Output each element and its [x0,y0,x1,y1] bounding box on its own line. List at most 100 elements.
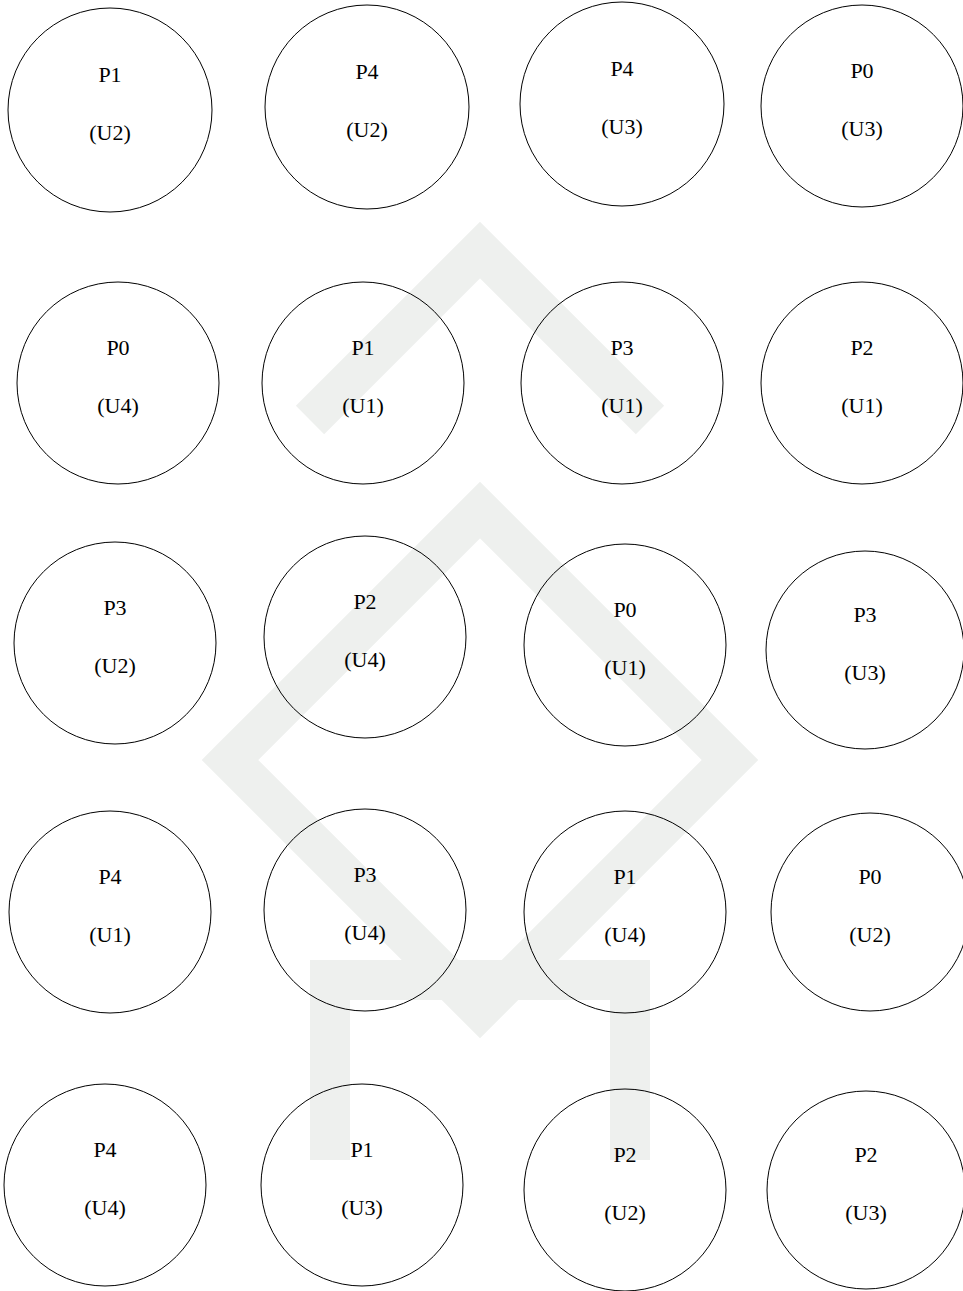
node-label: P3 [103,595,126,621]
circle-content: P1 (U4) [523,810,727,1014]
node-label: P1 [351,335,374,361]
circle-outline [16,281,220,485]
node-label: P1 [350,1137,373,1163]
circle-node: P4 (U1) [8,810,212,1014]
circle-node: P4 (U2) [264,4,470,210]
node-sublabel: (U1) [604,655,646,681]
node-label: P3 [853,602,876,628]
node-sublabel: (U3) [841,116,883,142]
node-sublabel: (U2) [94,653,136,679]
circle-outline [760,4,963,208]
circle-node: P0 (U3) [760,4,963,208]
circle-content: P3 (U2) [13,541,217,745]
circle-node: P3 (U4) [263,808,467,1012]
circle-content: P3 (U3) [765,550,963,750]
node-label: P0 [850,58,873,84]
circle-content: P0 (U4) [16,281,220,485]
circle-outline [523,543,727,747]
circle-outline [264,4,470,210]
circle-node: P1 (U2) [7,7,213,213]
circle-node: P1 (U3) [260,1083,464,1287]
node-label: P2 [854,1142,877,1168]
circle-node: P3 (U1) [520,281,724,485]
node-label: P4 [355,59,378,85]
node-sublabel: (U4) [604,922,646,948]
node-label: P4 [98,864,121,890]
circle-content: P3 (U4) [263,808,467,1012]
circle-content: P1 (U1) [261,281,465,485]
node-sublabel: (U2) [849,922,891,948]
circle-outline [519,1,725,207]
circle-node: P0 (U4) [16,281,220,485]
circle-outline [263,535,467,739]
node-sublabel: (U2) [604,1200,646,1226]
circle-content: P0 (U1) [523,543,727,747]
circle-node: P0 (U1) [523,543,727,747]
circle-outline [260,1083,464,1287]
circle-outline [766,1090,963,1290]
node-sublabel: (U4) [97,393,139,419]
circle-outline [770,812,963,1012]
node-sublabel: (U4) [84,1195,126,1221]
circle-content: P4 (U4) [3,1083,207,1287]
circle-content: P4 (U1) [8,810,212,1014]
node-sublabel: (U2) [346,117,388,143]
node-sublabel: (U2) [89,120,131,146]
circle-content: P1 (U2) [7,7,213,213]
circle-content: P3 (U1) [520,281,724,485]
node-label: P4 [93,1137,116,1163]
circle-node: P4 (U3) [519,1,725,207]
circle-outline [523,810,727,1014]
circle-node: P2 (U4) [263,535,467,739]
circle-outline [520,281,724,485]
circle-outline [760,281,963,485]
node-label: P0 [106,335,129,361]
node-label: P2 [353,589,376,615]
node-sublabel: (U1) [89,922,131,948]
node-label: P4 [610,56,633,82]
circle-outline [7,7,213,213]
node-sublabel: (U1) [601,393,643,419]
circle-content: P1 (U3) [260,1083,464,1287]
node-label: P2 [850,335,873,361]
circle-content: P2 (U3) [766,1090,963,1290]
node-sublabel: (U1) [841,393,883,419]
node-label: P0 [858,864,881,890]
circle-outline [261,281,465,485]
circle-node: P1 (U4) [523,810,727,1014]
circle-content: P4 (U3) [519,1,725,207]
circle-content: P2 (U1) [760,281,963,485]
node-label: P1 [613,864,636,890]
circle-node: P4 (U4) [3,1083,207,1287]
circle-content: P0 (U3) [760,4,963,208]
circle-outline [13,541,217,745]
node-sublabel: (U3) [845,1200,887,1226]
circle-node: P2 (U1) [760,281,963,485]
circle-outline [523,1088,727,1291]
node-sublabel: (U3) [601,114,643,140]
node-label: P0 [613,597,636,623]
circle-node: P3 (U3) [765,550,963,750]
circle-node: P1 (U1) [261,281,465,485]
circle-outline [263,808,467,1012]
node-sublabel: (U3) [844,660,886,686]
circle-outline [3,1083,207,1287]
node-sublabel: (U1) [342,393,384,419]
circle-node: P2 (U2) [523,1088,727,1291]
node-label: P1 [98,62,121,88]
node-label: P2 [613,1142,636,1168]
node-sublabel: (U4) [344,920,386,946]
circle-node: P0 (U2) [770,812,963,1012]
node-sublabel: (U4) [344,647,386,673]
circle-outline [765,550,963,750]
circle-node: P3 (U2) [13,541,217,745]
circle-node: P2 (U3) [766,1090,963,1290]
node-label: P3 [353,862,376,888]
circle-content: P2 (U4) [263,535,467,739]
circle-content: P0 (U2) [770,812,963,1012]
node-sublabel: (U3) [341,1195,383,1221]
circle-outline [8,810,212,1014]
circle-content: P2 (U2) [523,1088,727,1291]
node-label: P3 [610,335,633,361]
